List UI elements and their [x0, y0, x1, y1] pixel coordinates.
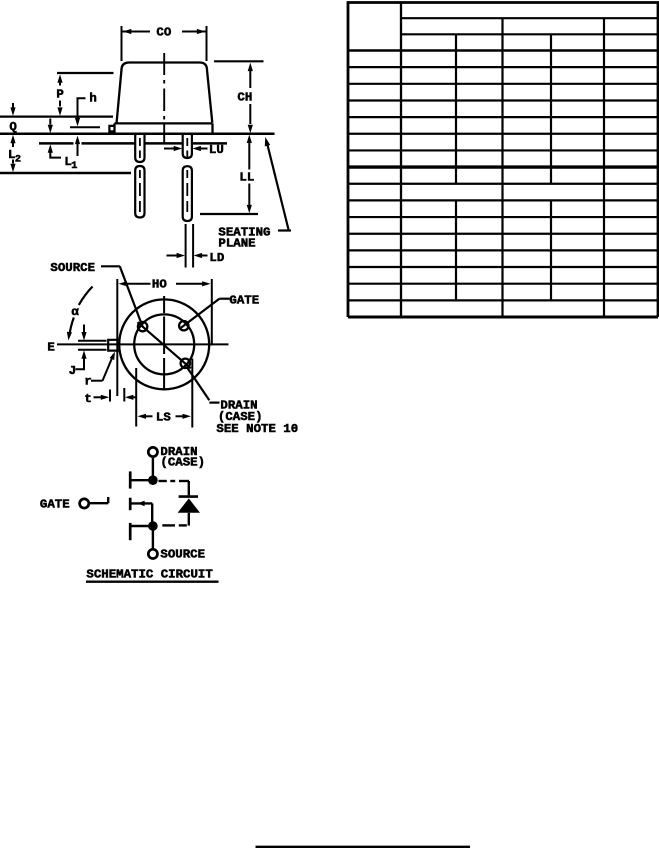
svg-text:DRAIN: DRAIN: [160, 445, 197, 459]
svg-text:2: 2: [15, 154, 21, 165]
svg-text:Q: Q: [9, 120, 17, 134]
svg-text:L: L: [8, 148, 15, 162]
svg-text:1: 1: [71, 161, 77, 172]
svg-text:PLANE: PLANE: [218, 237, 255, 251]
svg-text:SEATING: SEATING: [218, 226, 270, 240]
svg-text:L: L: [64, 155, 71, 169]
svg-text:SOURCE: SOURCE: [50, 261, 95, 275]
svg-text:GATE: GATE: [229, 293, 259, 307]
svg-text:r: r: [84, 375, 91, 389]
svg-text:(CASE): (CASE): [218, 410, 263, 424]
svg-text:t: t: [84, 392, 91, 406]
svg-text:HO: HO: [152, 278, 167, 292]
svg-text:(CASE): (CASE): [160, 456, 205, 470]
svg-text:SCHEMATIC CIRCUIT: SCHEMATIC CIRCUIT: [86, 568, 213, 582]
svg-text:DRAIN: DRAIN: [220, 399, 257, 413]
svg-text:E: E: [47, 341, 54, 355]
svg-text:LL: LL: [239, 171, 254, 185]
svg-text:CO: CO: [156, 26, 171, 40]
svg-text:SOURCE: SOURCE: [160, 548, 205, 562]
svg-text:J: J: [69, 364, 76, 378]
svg-text:P: P: [56, 87, 63, 101]
svg-text:h: h: [89, 92, 96, 106]
svg-text:LU: LU: [209, 143, 224, 157]
svg-text:CH: CH: [237, 91, 252, 105]
svg-text:SEE NOTE 10: SEE NOTE 10: [216, 422, 298, 436]
svg-text:GATE: GATE: [40, 498, 70, 512]
svg-text:α: α: [71, 305, 79, 319]
svg-text:LS: LS: [156, 410, 171, 424]
svg-text:LD: LD: [209, 251, 224, 265]
